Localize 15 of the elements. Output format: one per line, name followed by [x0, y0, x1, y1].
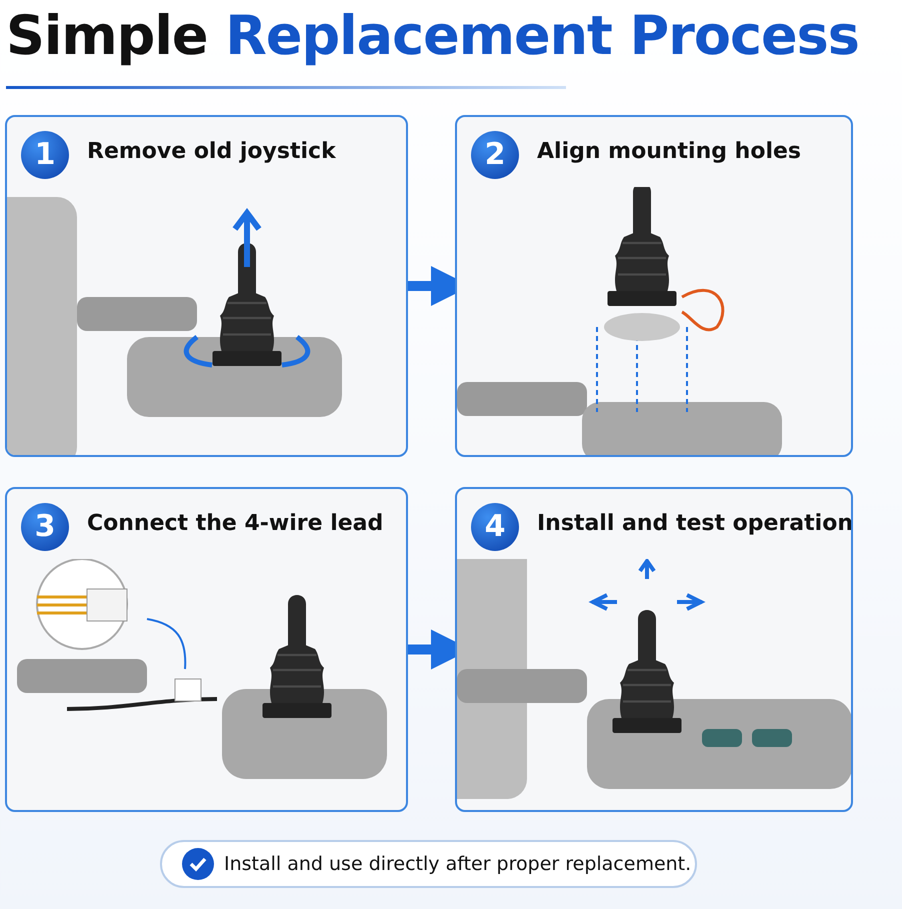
step-number: 1 — [21, 131, 69, 179]
step-number: 3 — [21, 503, 69, 551]
note-box — [160, 840, 697, 888]
step-panel — [455, 115, 853, 457]
step-number: 2 — [471, 131, 519, 179]
step-panel — [455, 487, 853, 812]
step-title: Align mounting holes — [537, 139, 801, 164]
note-text: Install and use directly after proper replacement. — [224, 853, 692, 875]
step-title: Remove old joystick — [87, 139, 336, 164]
step-panel — [5, 487, 408, 812]
step-title: Connect the 4-wire lead — [87, 511, 384, 536]
step-title: Install and test operation — [537, 511, 851, 536]
step-number: 4 — [471, 503, 519, 551]
step-panel — [5, 115, 408, 457]
page-title: Simple Replacement Process — [6, 4, 859, 67]
